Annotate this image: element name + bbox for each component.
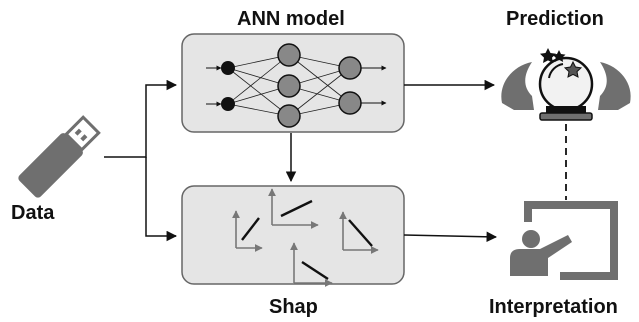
- hidden-node: [277, 104, 301, 128]
- input-node: [221, 61, 235, 75]
- output-node: [338, 91, 362, 115]
- connectors: [104, 79, 567, 243]
- ann-model-title: ANN model: [237, 8, 345, 30]
- crystal-ball-hands-icon: [501, 48, 631, 121]
- interpretation-title: Interpretation: [489, 296, 618, 318]
- dependence-plot-icon: [232, 188, 379, 287]
- prediction-title: Prediction: [506, 8, 604, 30]
- usb-drive-icon: [18, 115, 101, 198]
- hidden-node: [277, 74, 301, 98]
- output-node: [338, 56, 362, 80]
- shap-title: Shap: [269, 296, 318, 318]
- data-label: Data: [11, 202, 55, 224]
- hidden-node: [277, 43, 301, 67]
- shap-box: [181, 185, 405, 287]
- presenter-board-icon: [510, 201, 618, 280]
- ann-model-box: [181, 33, 405, 133]
- input-node: [221, 97, 235, 111]
